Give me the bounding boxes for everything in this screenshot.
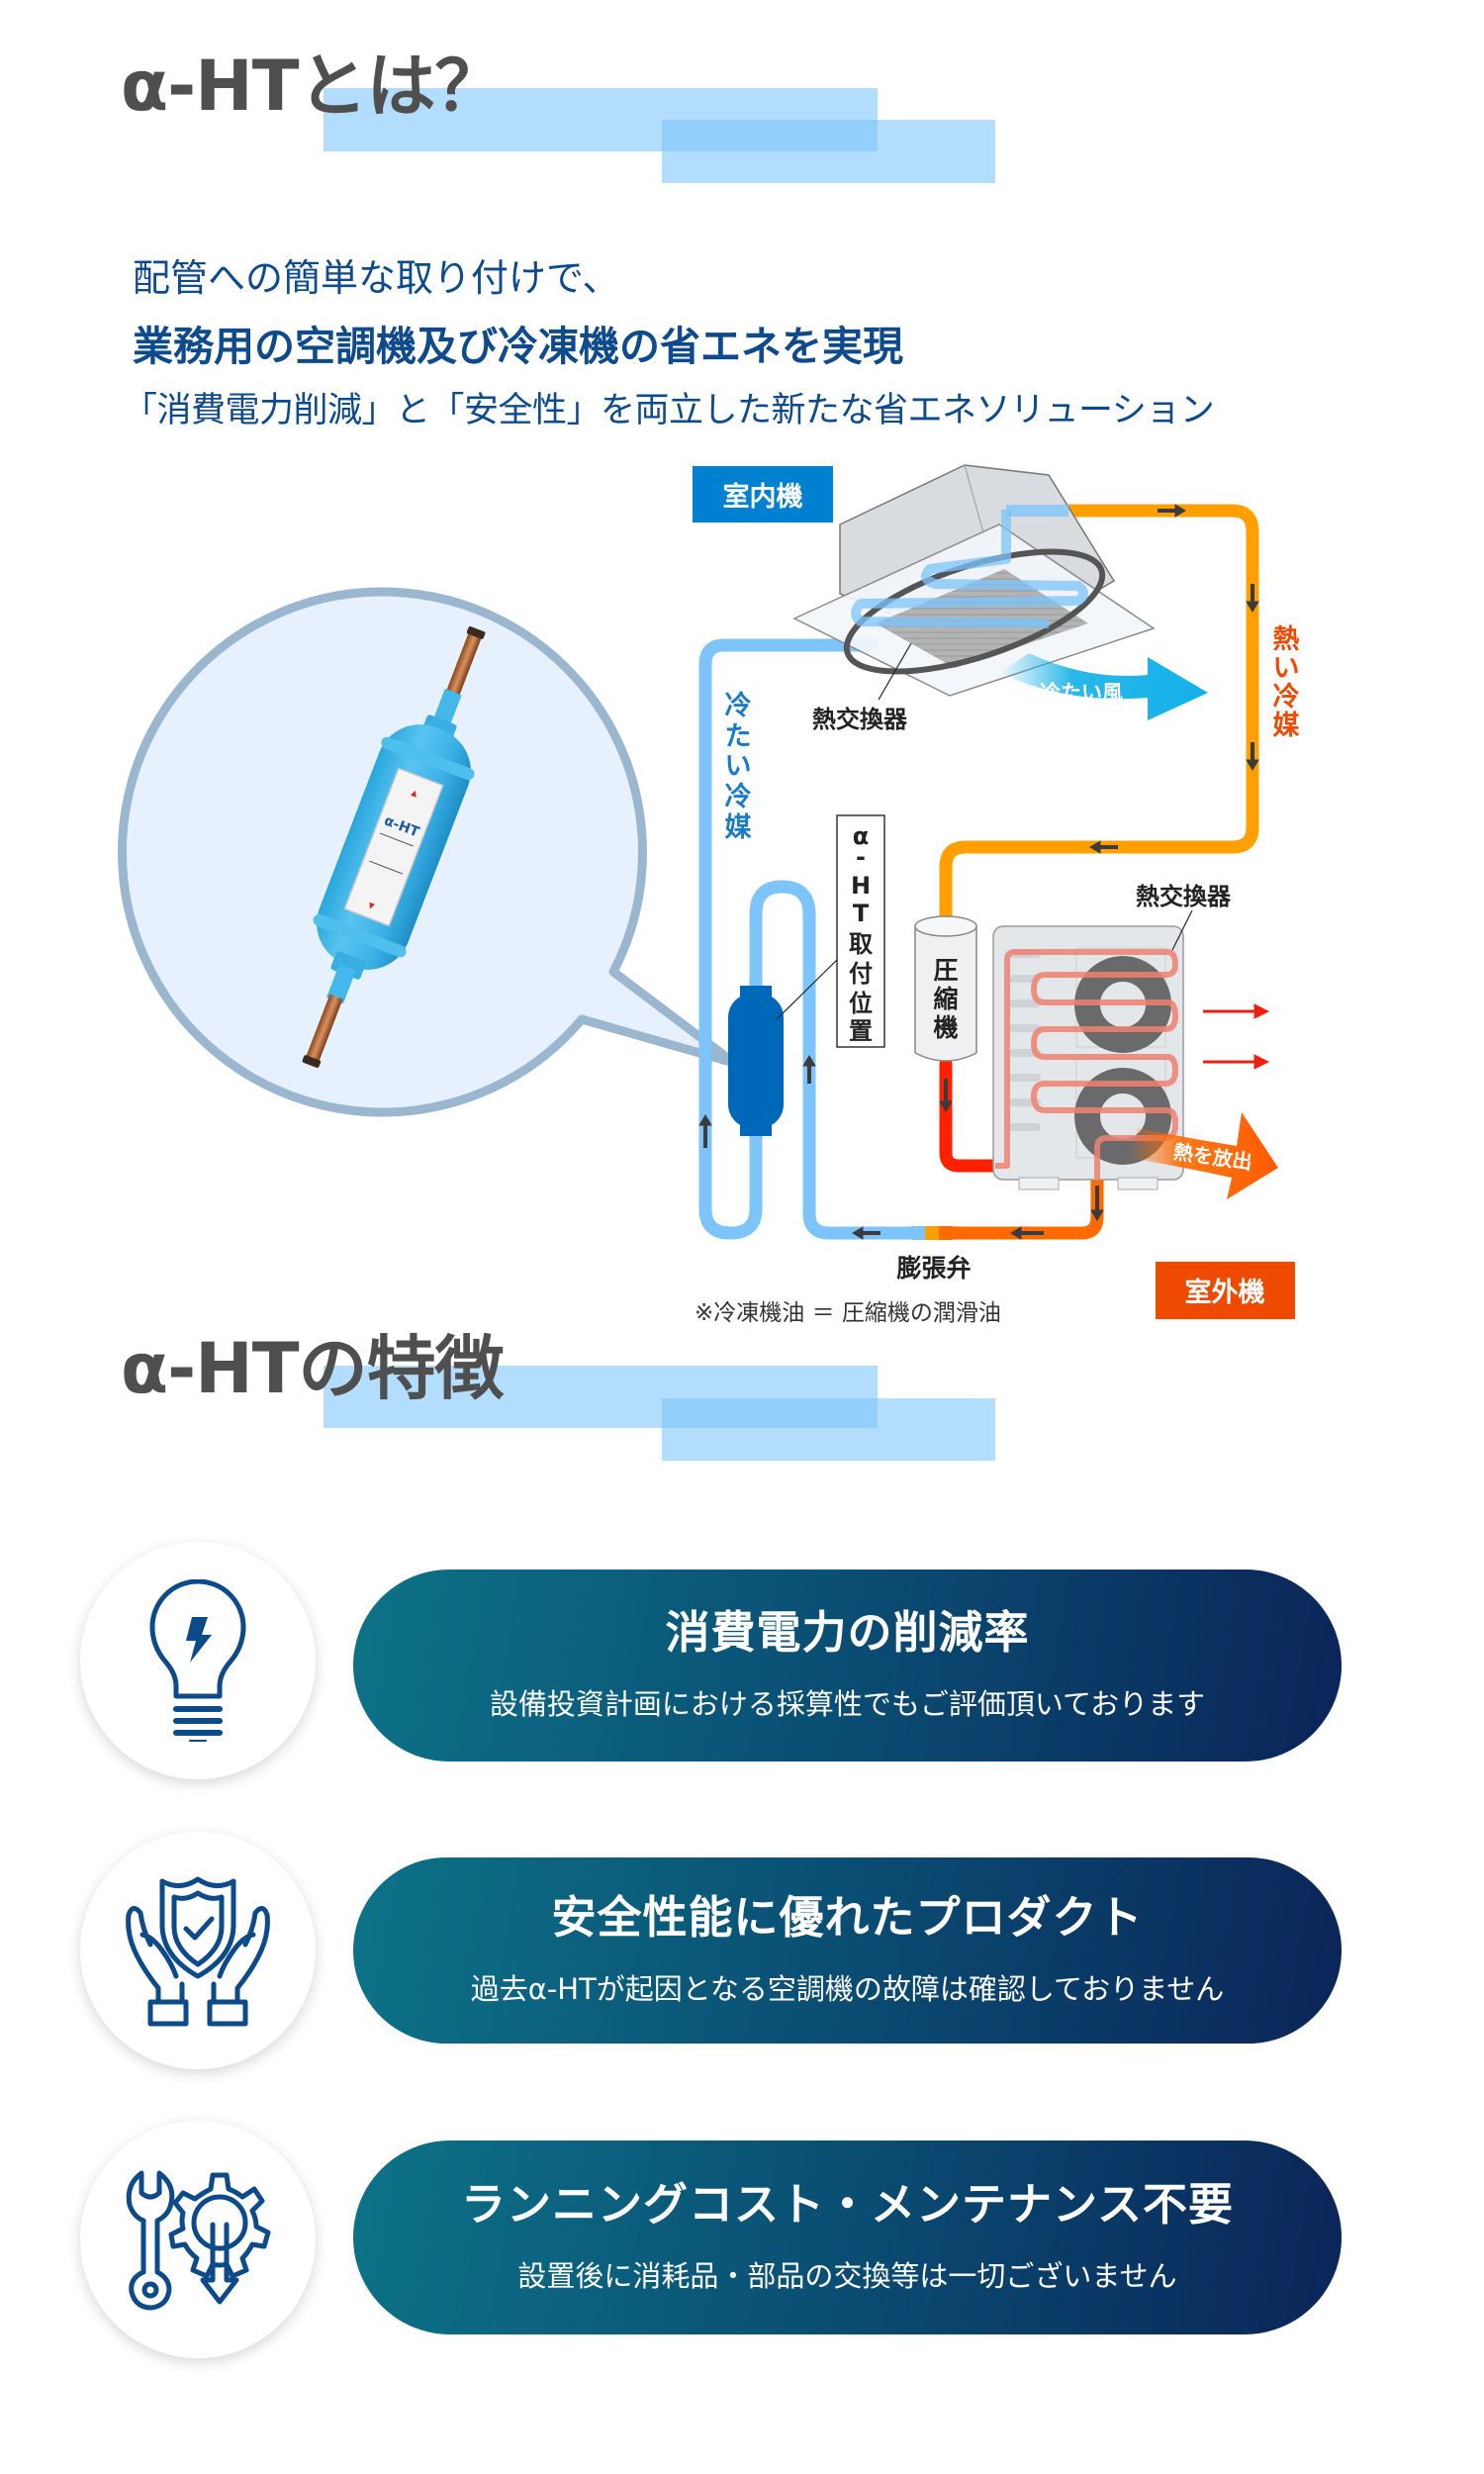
feature-subtitle: 設備投資計画における採算性でもご評価頂いております: [489, 1686, 1206, 1721]
svg-text:T: T: [853, 900, 870, 927]
section-title-features: α-HTの特徴: [121, 1328, 504, 1409]
feature-icon-circle: [80, 1832, 316, 2069]
svg-text:位: 位: [849, 990, 873, 1017]
alpha-ht-product-image: ▲ α-HT ▼: [302, 626, 486, 1068]
svg-text:▲: ▲: [410, 788, 419, 799]
svg-text:室外機: 室外機: [1185, 1277, 1265, 1308]
svg-text:機: 機: [933, 1013, 958, 1042]
lead-line-3: 「消費電力削減」と「安全性」を両立した新たな省エネソリューション: [123, 391, 1215, 430]
feature-icon-circle: [80, 2121, 316, 2358]
wrench-gear-icon: [126, 2170, 271, 2311]
svg-text:付: 付: [849, 960, 873, 988]
outdoor-heat-exchanger-label: 熱交換器: [1136, 883, 1232, 910]
svg-text:冷: 冷: [725, 691, 752, 721]
lightbulb-bolt-icon: [149, 1579, 246, 1742]
feature-title: 安全性能に優れたプロダクト: [551, 1891, 1144, 1945]
svg-text:熱: 熱: [1273, 624, 1300, 655]
feature-card: ランニングコスト・メンテナンス不要 設置後に消耗品・部品の交換等は一切ございませ…: [353, 2141, 1342, 2334]
svg-text:圧: 圧: [933, 956, 958, 985]
svg-text:▼: ▼: [367, 901, 377, 911]
svg-text:冷: 冷: [725, 782, 752, 812]
feature-card: 消費電力の削減率 設備投資計画における採算性でもご評価頂いております: [353, 1570, 1342, 1761]
indoor-unit-label: 室内機: [693, 466, 833, 523]
install-position-leader-line: [776, 957, 840, 1020]
feature-title: 消費電力の削減率: [665, 1606, 1030, 1660]
indoor-unit-illustration: [792, 464, 1156, 697]
cold-air-arrow: 冷たい風: [999, 653, 1208, 720]
svg-text:い: い: [1273, 653, 1300, 684]
title-highlight-rect-2: [662, 1398, 995, 1461]
svg-text:た: た: [725, 721, 752, 752]
feature-icon-circle: [80, 1542, 316, 1779]
lead-line-1: 配管への簡単な取り付けで、: [133, 256, 620, 300]
expansion-valve-shape: [911, 1226, 953, 1240]
heat-arrows: [1203, 1003, 1270, 1070]
feature-title: ランニングコスト・メンテナンス不要: [460, 2178, 1235, 2232]
feature-subtitle: 設置後に消耗品・部品の交換等は一切ございません: [517, 2258, 1177, 2293]
indoor-heat-exchanger-label: 熱交換器: [812, 706, 908, 733]
release-heat-arrow: 熱を放出: [1128, 1112, 1278, 1199]
footnote-refrigeration-oil: ※冷凍機油 ＝ 圧縮機の潤滑油: [695, 1300, 1001, 1326]
svg-text:取: 取: [849, 930, 873, 958]
refrigeration-cycle-diagram: ▲ α-HT ▼ 冷たい風: [118, 464, 1301, 1326]
svg-text:い: い: [725, 751, 752, 782]
svg-text:縮: 縮: [933, 985, 958, 1013]
expansion-valve-label: 膨張弁: [896, 1254, 971, 1283]
svg-text:置: 置: [849, 1017, 873, 1045]
svg-text:H: H: [851, 872, 871, 900]
feature-subtitle: 過去α-HTが起因となる空調機の故障は確認しておりません: [470, 1971, 1225, 2006]
lead-line-2-headline: 業務用の空調機及び冷凍機の省エネを実現: [133, 323, 903, 370]
title-highlight-rect-2: [662, 120, 995, 183]
svg-text:室内機: 室内機: [723, 481, 803, 513]
section-title-what-is: α-HTとは？: [121, 46, 504, 127]
outdoor-hx-leader-line: [1171, 909, 1193, 951]
svg-text:冷たい風: 冷たい風: [1040, 681, 1123, 705]
svg-text:α: α: [853, 822, 870, 850]
svg-text:媒: 媒: [1273, 710, 1301, 741]
flow-direction-arrows: [698, 504, 1259, 1240]
compressor-label: 圧縮機: [933, 956, 958, 1042]
svg-text:冷: 冷: [1273, 682, 1300, 713]
alpha-ht-filter-on-pipe: [728, 986, 784, 1136]
svg-text:媒: 媒: [725, 811, 753, 843]
shield-hands-icon: [126, 1876, 270, 2027]
indoor-hx-leader-line: [878, 642, 912, 701]
compressor-illustration: [914, 915, 977, 1062]
outdoor-unit-illustration: [992, 925, 1184, 1190]
feature-card: 安全性能に優れたプロダクト 過去α-HTが起因となる空調機の故障は確認しておりま…: [353, 1857, 1342, 2044]
outdoor-unit-label: 室外機: [1156, 1262, 1295, 1319]
svg-text:-: -: [856, 843, 866, 871]
